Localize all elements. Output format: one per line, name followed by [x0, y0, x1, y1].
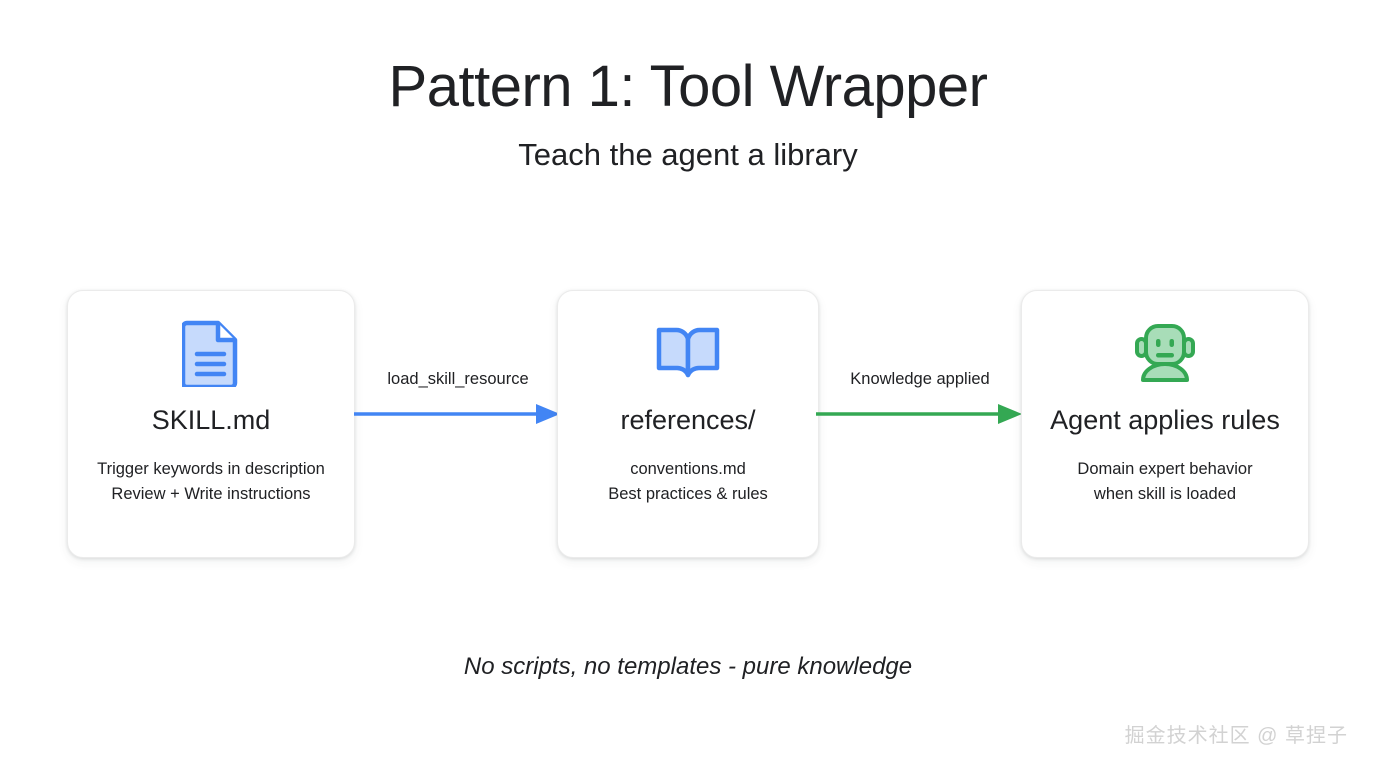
page-header: Pattern 1: Tool Wrapper Teach the agent … — [0, 52, 1376, 176]
flow-card-title: SKILL.md — [151, 405, 271, 435]
flow-card-desc-line: Best practices & rules — [608, 485, 768, 503]
document-icon — [175, 317, 247, 389]
flow-card-description: Domain expert behavior when skill is loa… — [1077, 457, 1252, 507]
flow-card-skill-md[interactable]: SKILL.md Trigger keywords in description… — [67, 290, 355, 558]
robot-icon — [1129, 317, 1201, 389]
flow-card-desc-line: Trigger keywords in description — [97, 460, 325, 478]
flow-diagram: SKILL.md Trigger keywords in description… — [0, 290, 1376, 560]
arrow-load-skill-resource: load_skill_resource — [354, 370, 562, 434]
flow-card-agent-applies-rules[interactable]: Agent applies rules Domain expert behavi… — [1021, 290, 1309, 558]
page-subtitle: Teach the agent a library — [518, 137, 858, 172]
arrow-label: load_skill_resource — [387, 370, 529, 388]
flow-card-title: Agent applies rules — [1050, 405, 1280, 435]
page-title: Pattern 1: Tool Wrapper — [388, 54, 988, 119]
arrow-knowledge-applied: Knowledge applied — [816, 370, 1024, 434]
flow-card-description: Trigger keywords in description Review +… — [97, 457, 325, 507]
flow-card-description: conventions.md Best practices & rules — [608, 457, 768, 507]
flow-card-title: references/ — [620, 405, 756, 435]
flow-card-desc-line: Domain expert behavior — [1077, 460, 1253, 478]
open-book-icon — [652, 317, 724, 389]
footnote-text: No scripts, no templates - pure knowledg… — [463, 653, 913, 680]
flow-card-desc-line: when skill is loaded — [1093, 485, 1237, 503]
flow-card-desc-line: Review + Write instructions — [111, 485, 311, 503]
watermark: 掘金技术社区 @ 草捏子 — [1124, 725, 1348, 747]
arrow-label: Knowledge applied — [850, 370, 990, 388]
flow-card-desc-line: conventions.md — [630, 460, 746, 478]
flow-card-references[interactable]: references/ conventions.md Best practice… — [557, 290, 819, 558]
